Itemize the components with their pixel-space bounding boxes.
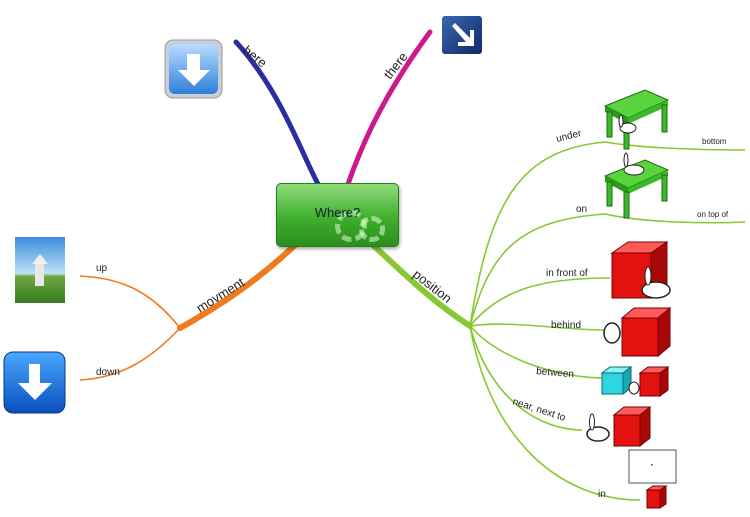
branch-between: [469, 325, 606, 379]
branch-behind: [469, 323, 606, 331]
branch-movement: [177, 237, 303, 331]
branch-in: [469, 325, 641, 501]
branch-there: [345, 29, 433, 187]
label-behind: behind: [551, 320, 581, 331]
red-cube-in-front-icon: [610, 241, 671, 299]
branch-in-front-of: [469, 277, 611, 327]
label-on: on: [576, 204, 587, 215]
down-arrow-button-icon: [3, 351, 66, 414]
branch-near: [469, 325, 583, 431]
empty-frame-icon: [628, 449, 677, 484]
label-in: in: [598, 489, 606, 500]
label-between: between: [536, 366, 575, 380]
between-cubes-icon: [600, 366, 670, 397]
red-box-in-icon: [645, 485, 668, 509]
gears-icon-2: [359, 216, 385, 242]
branch-here: [233, 39, 321, 187]
branch-on-top-of: [604, 213, 746, 224]
table-under-icon: [603, 89, 670, 150]
central-topic-title: Where?: [314, 205, 361, 220]
central-topic[interactable]: Where?: [276, 183, 399, 247]
branch-under: [469, 141, 606, 327]
note-on-top-of: on top of: [697, 210, 729, 219]
table-on-icon: [603, 152, 670, 219]
red-cube-behind-icon: [603, 306, 672, 358]
label-movement: movment: [194, 274, 248, 315]
branch-up: [79, 275, 181, 329]
note-bottom: bottom: [702, 137, 727, 146]
near-cube-icon: [586, 405, 652, 448]
branch-bottom: [604, 141, 746, 151]
label-up: up: [96, 263, 108, 274]
branch-down: [79, 327, 181, 381]
branch-on: [469, 213, 606, 327]
branch-position: [369, 241, 473, 329]
down-arrow-icon: [164, 39, 223, 99]
up-arrow-photo-icon: [15, 237, 65, 303]
label-under: under: [555, 128, 583, 145]
down-right-arrow-icon: [442, 16, 482, 54]
label-in-front-of: in front of: [546, 268, 588, 279]
label-down: down: [96, 367, 120, 378]
